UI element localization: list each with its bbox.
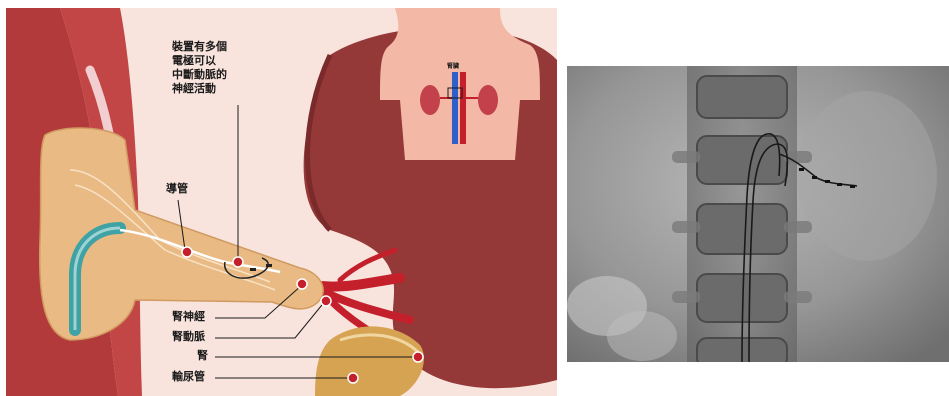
catheter-label: 導管 <box>166 182 188 196</box>
device-description-label: 裝置有多個 電極可以 中斷動脈的 神經活動 <box>172 40 227 96</box>
device-label-line-3: 中斷動脈的 <box>172 68 227 82</box>
renal-denervation-illustration <box>0 0 560 396</box>
ureter-label: 輸尿管 <box>172 370 205 384</box>
inset-kidney-label: 腎臟 <box>447 63 459 70</box>
device-label-line-2: 電極可以 <box>172 54 227 68</box>
renal-nerve-label: 腎神經 <box>172 310 205 324</box>
device-label-line-4: 神經活動 <box>172 82 227 96</box>
xray-image <box>567 66 949 362</box>
renal-artery-label: 腎動脈 <box>172 330 205 344</box>
device-label-line-1: 裝置有多個 <box>172 40 227 54</box>
kidney-label: 腎 <box>197 349 208 363</box>
